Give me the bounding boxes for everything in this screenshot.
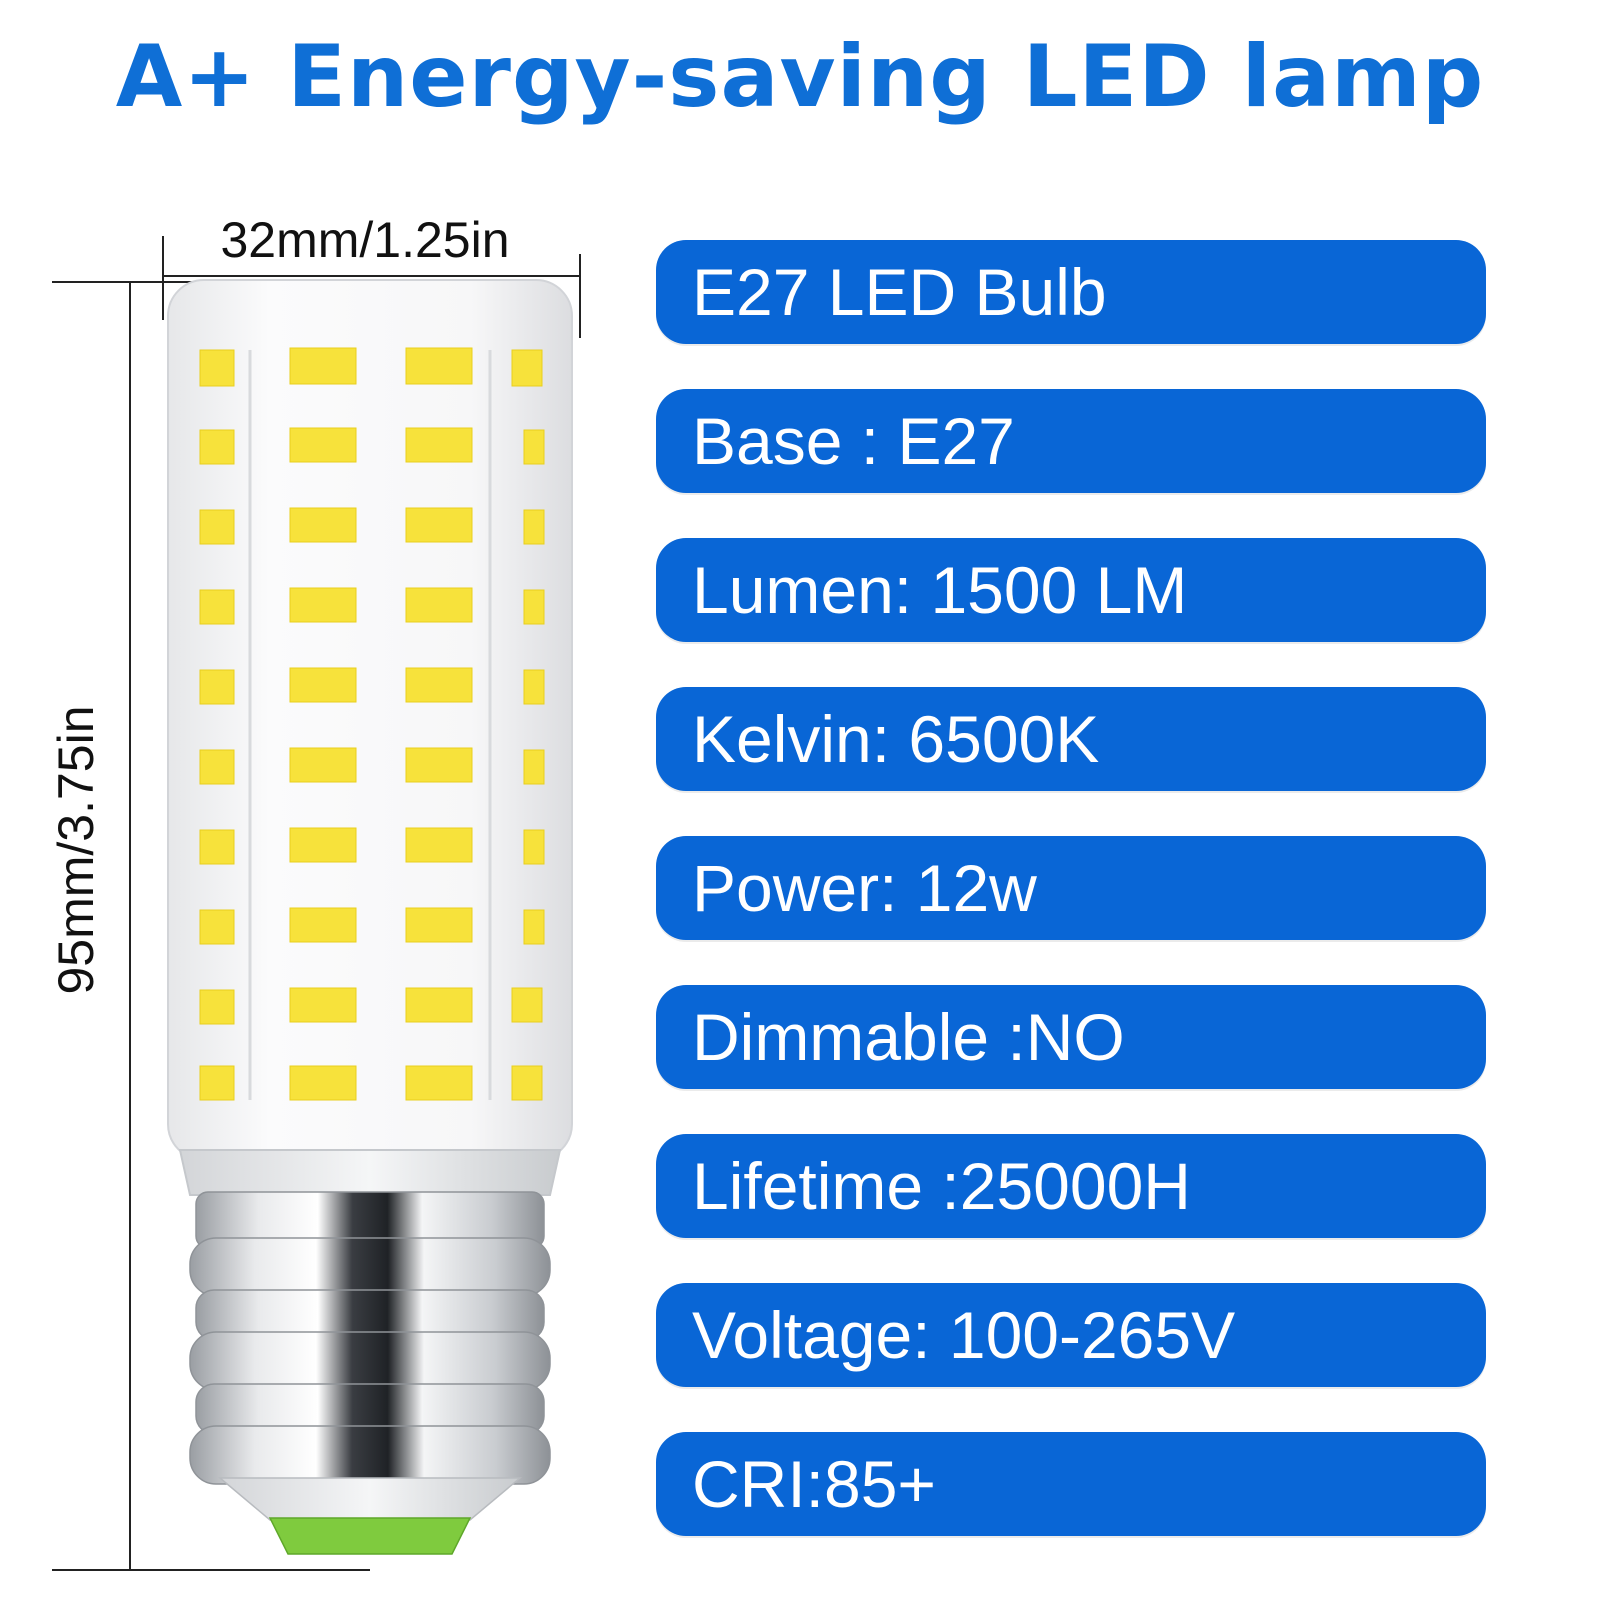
spec-kelvin: Kelvin: 6500K — [656, 687, 1486, 791]
page-title: A+ Energy-saving LED lamp — [115, 27, 1485, 127]
width-dimension-label: 32mm/1.25in — [220, 212, 510, 268]
led-corn-bulb-icon — [167, 279, 573, 1555]
spec-base: Base : E27 — [656, 389, 1486, 493]
spec-lumen: Lumen: 1500 LM — [656, 538, 1486, 642]
spec-power: Power: 12w — [656, 836, 1486, 940]
spec-voltage: Voltage: 100-265V — [656, 1283, 1486, 1387]
spec-bulb-type: E27 LED Bulb — [656, 240, 1486, 344]
height-dimension-label: 95mm/3.75in — [48, 705, 104, 995]
spec-lifetime: Lifetime :25000H — [656, 1134, 1486, 1238]
spec-cri: CRI:85+ — [656, 1432, 1486, 1536]
spec-list: E27 LED Bulb Base : E27 Lumen: 1500 LM K… — [656, 240, 1486, 1550]
spec-dimmable: Dimmable :NO — [656, 985, 1486, 1089]
